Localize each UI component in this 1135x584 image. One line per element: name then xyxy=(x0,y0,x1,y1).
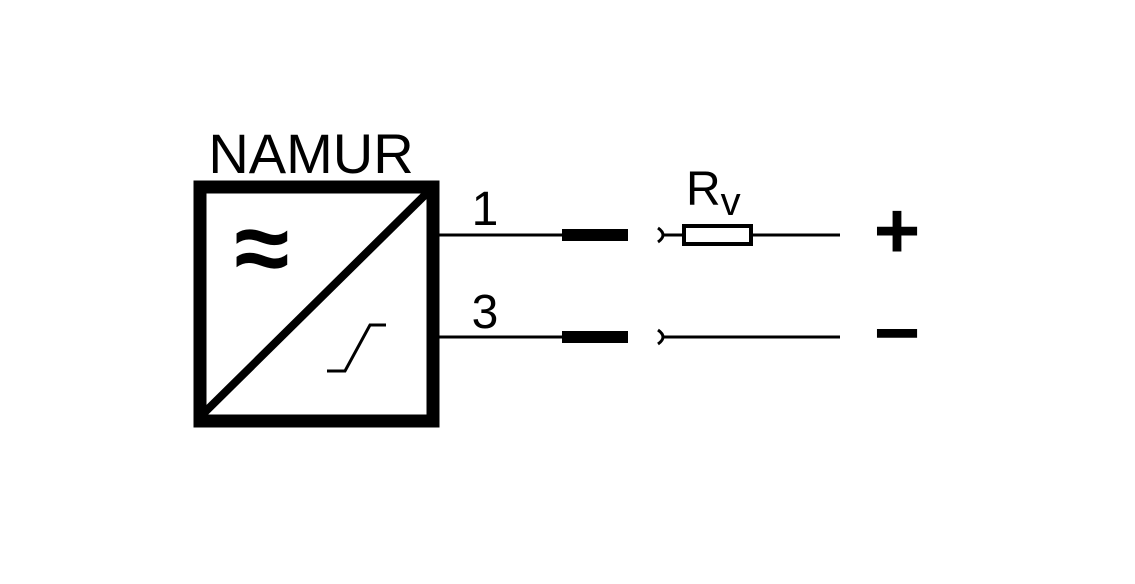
switching-characteristic-icon xyxy=(327,323,386,373)
resistor-label: Rv xyxy=(686,163,741,224)
sensor-box-diagonal xyxy=(200,189,431,417)
inductive-sensing-icon: ≈ xyxy=(235,192,290,304)
polarity-plus: + xyxy=(874,186,921,275)
terminal-3-socket-icon xyxy=(657,328,665,346)
terminal-1-plug xyxy=(562,229,628,241)
resistor-label-subscript: v xyxy=(721,180,741,224)
sensor-box-outline xyxy=(193,180,440,428)
resistor-label-main: R xyxy=(686,163,721,216)
terminal-3-wiring xyxy=(436,328,840,346)
terminal-3-plug xyxy=(562,331,628,343)
terminal-1-socket-icon xyxy=(657,226,665,244)
device-title: NAMUR xyxy=(208,122,413,185)
terminal-3-number: 3 xyxy=(472,286,499,339)
terminal-1-number: 1 xyxy=(472,183,499,236)
namur-sensor-box xyxy=(193,180,440,428)
terminal-1-wiring xyxy=(436,224,840,246)
polarity-minus: − xyxy=(874,288,921,377)
series-resistor xyxy=(682,224,753,246)
